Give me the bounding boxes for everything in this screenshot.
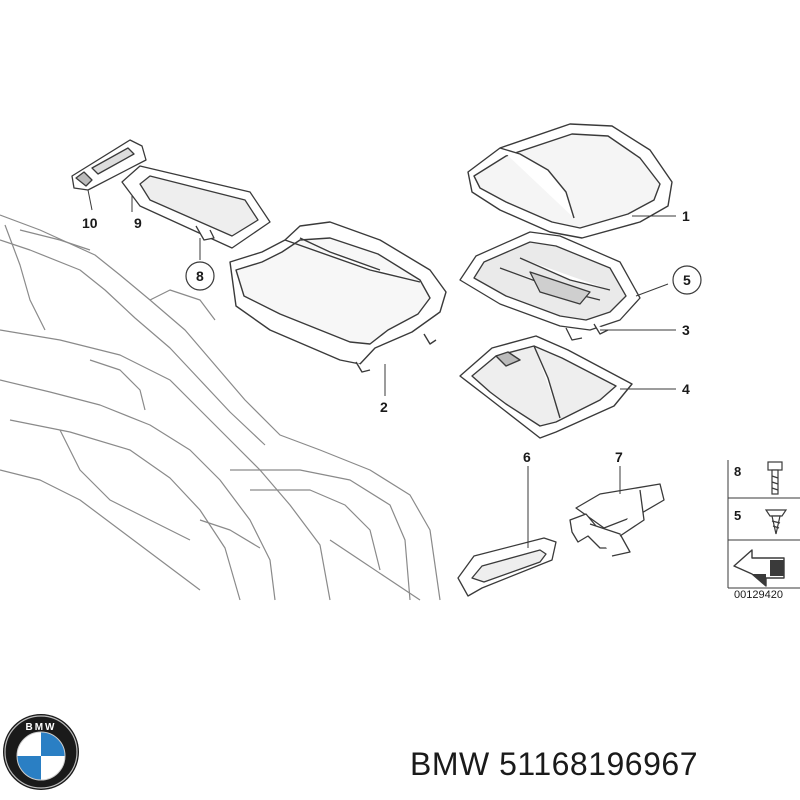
bolt-icon <box>767 461 783 495</box>
callout-6: 6 <box>523 449 531 465</box>
fastener-legend: 8 5 00129420 <box>727 460 800 601</box>
callout-3: 3 <box>682 322 690 338</box>
callout-circle-5 <box>672 265 702 295</box>
part-6-insert <box>457 537 557 597</box>
callout-8: 8 <box>196 268 204 284</box>
part-7-cup-holder <box>569 483 665 557</box>
callout-7: 7 <box>615 449 623 465</box>
callout-5: 5 <box>683 272 691 288</box>
screw-icon <box>764 509 788 535</box>
leader-lines <box>87 189 676 548</box>
callout-10: 10 <box>82 215 98 231</box>
part-9-tray <box>121 165 271 249</box>
center-console-outline <box>0 214 441 601</box>
part-number-label: BMW 51168196967 <box>410 746 698 782</box>
part-1-armrest-cushion <box>467 123 673 239</box>
part-10-clip <box>71 139 147 191</box>
part-4-storage-bin <box>459 335 633 439</box>
callout-9: 9 <box>134 215 142 231</box>
legend-item-screw-number: 5 <box>734 508 741 523</box>
part-3-carrier-frame <box>459 231 641 341</box>
callout-2: 2 <box>380 399 388 415</box>
part-2-armrest-lid <box>229 221 447 373</box>
legend-item-bolt-number: 8 <box>734 464 741 479</box>
callout-circle-8 <box>185 261 215 291</box>
callout-4: 4 <box>682 381 690 397</box>
arrow-icon <box>733 549 785 587</box>
svg-text:BMW: BMW <box>26 722 57 733</box>
diagram-code: 00129420 <box>734 589 783 601</box>
callout-1: 1 <box>682 208 690 224</box>
bmw-logo: BMW <box>3 714 79 790</box>
